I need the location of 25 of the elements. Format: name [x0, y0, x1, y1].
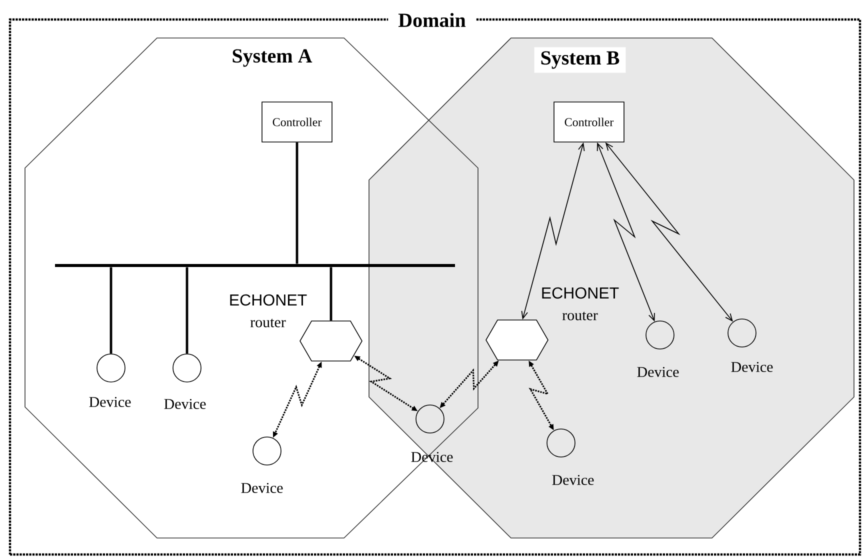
device-label: Device: [164, 398, 206, 410]
system-title: System B: [534, 47, 626, 73]
octagon-region: [24, 38, 478, 538]
bus-drop-line: [296, 142, 298, 264]
wireless-arrow: [521, 142, 585, 320]
wireless-arrow: [605, 142, 733, 322]
octagon-region: [368, 38, 854, 538]
device-label: Device: [241, 482, 283, 494]
router-label: router: [250, 318, 286, 328]
router-label: router: [562, 312, 598, 320]
router-label: ECHONET: [230, 294, 307, 306]
bus-drop-line: [186, 267, 188, 354]
device-label: Device: [552, 474, 594, 486]
controller-box: Controller: [554, 102, 624, 142]
controller-box: Controller: [262, 102, 332, 142]
domain-title: Domain: [388, 10, 476, 30]
bus-line: [55, 264, 455, 267]
system-title: System A: [232, 49, 312, 67]
device-label: Device: [89, 396, 131, 408]
device-label: Device: [731, 362, 773, 372]
bus-drop-line: [110, 267, 112, 354]
device-label: Device: [637, 366, 679, 378]
wireless-arrow: [596, 142, 655, 322]
router-label: ECHONET: [542, 287, 619, 299]
bus-drop-line: [330, 267, 332, 321]
